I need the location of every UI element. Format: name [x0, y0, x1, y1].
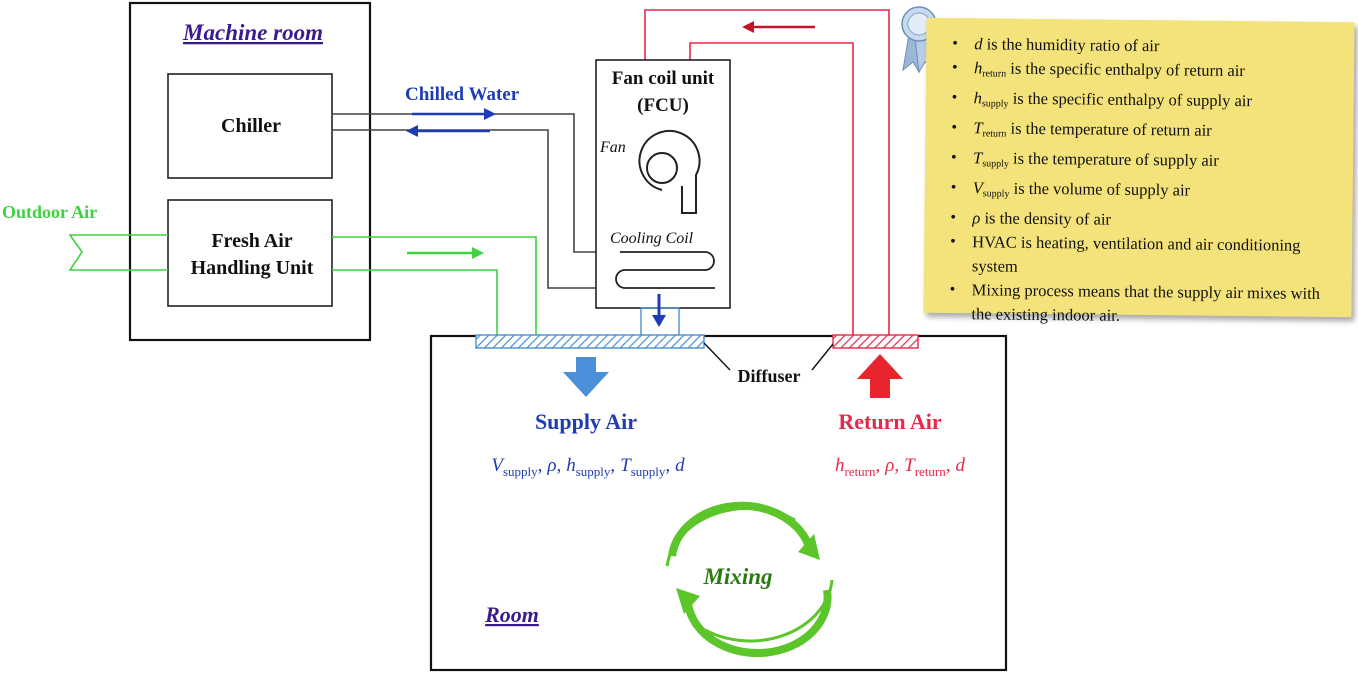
- supply-air-params: Vsupply,ρ,hsupply,Tsupply,d: [491, 455, 685, 479]
- supply-diffuser: [475, 334, 705, 349]
- supply-param-t: T: [620, 455, 632, 476]
- chiller-label: Chiller: [221, 115, 281, 137]
- fresh-air-arrow: [407, 247, 484, 259]
- supply-param-v-sub: supply: [503, 464, 538, 479]
- legend-list: d is the humidity ratio of air hreturn i…: [923, 18, 1354, 330]
- return-param-sep1: ,: [876, 455, 881, 476]
- legend-item: Tsupply is the temperature of supply air: [973, 146, 1341, 180]
- legend-var: ρ: [972, 208, 981, 228]
- return-air-params: hreturn,ρ,Treturn,d: [835, 455, 966, 479]
- supply-param-h-sub: supply: [576, 464, 611, 479]
- legend-item: Vsupply is the volume of supply air: [973, 176, 1341, 210]
- room-box: [429, 334, 1008, 672]
- supply-air-arrow: [563, 357, 609, 397]
- legend-var: V: [972, 178, 983, 198]
- legend-text: is the temperature of return air: [1006, 118, 1212, 140]
- supply-air-label: Supply Air: [535, 409, 637, 434]
- supply-param-v: V: [491, 455, 505, 476]
- fahu-label-line1: Fresh Air: [211, 230, 292, 252]
- chilled-water-arrow-back: [406, 125, 490, 137]
- supply-param-t-sub: supply: [631, 464, 666, 479]
- legend-sub: supply: [981, 98, 1009, 110]
- legend-item: hreturn is the specific enthalpy of retu…: [974, 56, 1342, 90]
- legend-text: is the humidity ratio of air: [982, 34, 1160, 56]
- legend-text: HVAC is heating, ventilation and air con…: [971, 232, 1301, 276]
- return-air-duct-outer: [644, 9, 890, 336]
- legend-sub: return: [982, 128, 1007, 140]
- return-air-duct-arrow: [742, 21, 815, 33]
- legend-var: T: [973, 118, 983, 138]
- legend-item: HVAC is heating, ventilation and air con…: [972, 230, 1340, 282]
- legend-sub: supply: [982, 188, 1010, 200]
- chilled-water-arrow-out: [412, 108, 496, 120]
- legend-note: d is the humidity ratio of air hreturn i…: [923, 17, 1355, 325]
- chiller-box: [167, 73, 333, 179]
- return-param-sep2: ,: [894, 455, 899, 476]
- mixing-label: Mixing: [702, 564, 772, 589]
- return-air-label: Return Air: [838, 409, 942, 434]
- fan-label: Fan: [599, 139, 626, 156]
- outdoor-air-duct: [68, 234, 168, 271]
- fcu-label-line2: (FCU): [637, 95, 689, 116]
- legend-item: Mixing process means that the supply air…: [971, 278, 1339, 330]
- fresh-air-duct-outer: [332, 236, 537, 336]
- cooling-coil-icon: [615, 251, 715, 289]
- return-param-h-sub: return: [844, 464, 876, 479]
- return-param-h: h: [835, 455, 845, 476]
- room-label: Room: [484, 602, 539, 627]
- diffuser-leader-right: [811, 343, 834, 371]
- chilled-water-label: Chilled Water: [405, 84, 520, 105]
- fan-icon: [638, 129, 701, 214]
- supply-param-sep2: ,: [556, 455, 561, 476]
- machine-room-box: [128, 1, 372, 342]
- fresh-air-duct-inner: [332, 269, 498, 336]
- legend-item: Treturn is the temperature of return air: [973, 116, 1341, 150]
- cooling-coil-label: Cooling Coil: [610, 230, 694, 247]
- legend-sub: return: [982, 68, 1007, 80]
- fahu-label-line2: Handling Unit: [191, 257, 314, 279]
- legend-text: Mixing process means that the supply air…: [971, 280, 1321, 325]
- return-param-t-sub: return: [915, 464, 947, 479]
- fahu-box: [167, 199, 333, 307]
- legend-text: is the temperature of supply air: [1008, 148, 1219, 170]
- mixing-cycle-icon: [665, 501, 834, 658]
- supply-param-sep1: ,: [538, 455, 543, 476]
- supply-param-h: h: [566, 455, 576, 476]
- return-air-arrow: [857, 354, 903, 398]
- return-param-sep3: ,: [946, 455, 951, 476]
- fcu-label-line1: Fan coil unit: [612, 68, 715, 89]
- fcu-outlet-arrow: [652, 294, 666, 327]
- supply-param-rho: ρ: [546, 455, 556, 476]
- return-param-d: d: [956, 455, 966, 476]
- diffuser-label: Diffuser: [738, 366, 801, 386]
- fcu-box: [595, 59, 731, 309]
- diffuser-leader-left: [703, 342, 731, 371]
- supply-param-sep4: ,: [665, 455, 670, 476]
- return-air-duct-inner: [689, 42, 854, 336]
- outdoor-air-label: Outdoor Air: [2, 202, 97, 222]
- legend-var: T: [972, 148, 983, 168]
- supply-param-d: d: [675, 455, 685, 476]
- legend-text: is the volume of supply air: [1009, 178, 1191, 200]
- legend-text: is the specific enthalpy of supply air: [1008, 88, 1253, 111]
- machine-room-title: Machine room: [182, 20, 323, 45]
- legend-text: is the specific enthalpy of return air: [1006, 58, 1245, 81]
- legend-text: is the density of air: [980, 208, 1112, 229]
- return-param-t: T: [904, 455, 916, 476]
- legend-sub: supply: [982, 158, 1009, 170]
- legend-item: hsupply is the specific enthalpy of supp…: [974, 86, 1342, 120]
- return-diffuser: [832, 334, 919, 349]
- supply-param-sep3: ,: [610, 455, 615, 476]
- return-param-rho: ρ: [884, 455, 894, 476]
